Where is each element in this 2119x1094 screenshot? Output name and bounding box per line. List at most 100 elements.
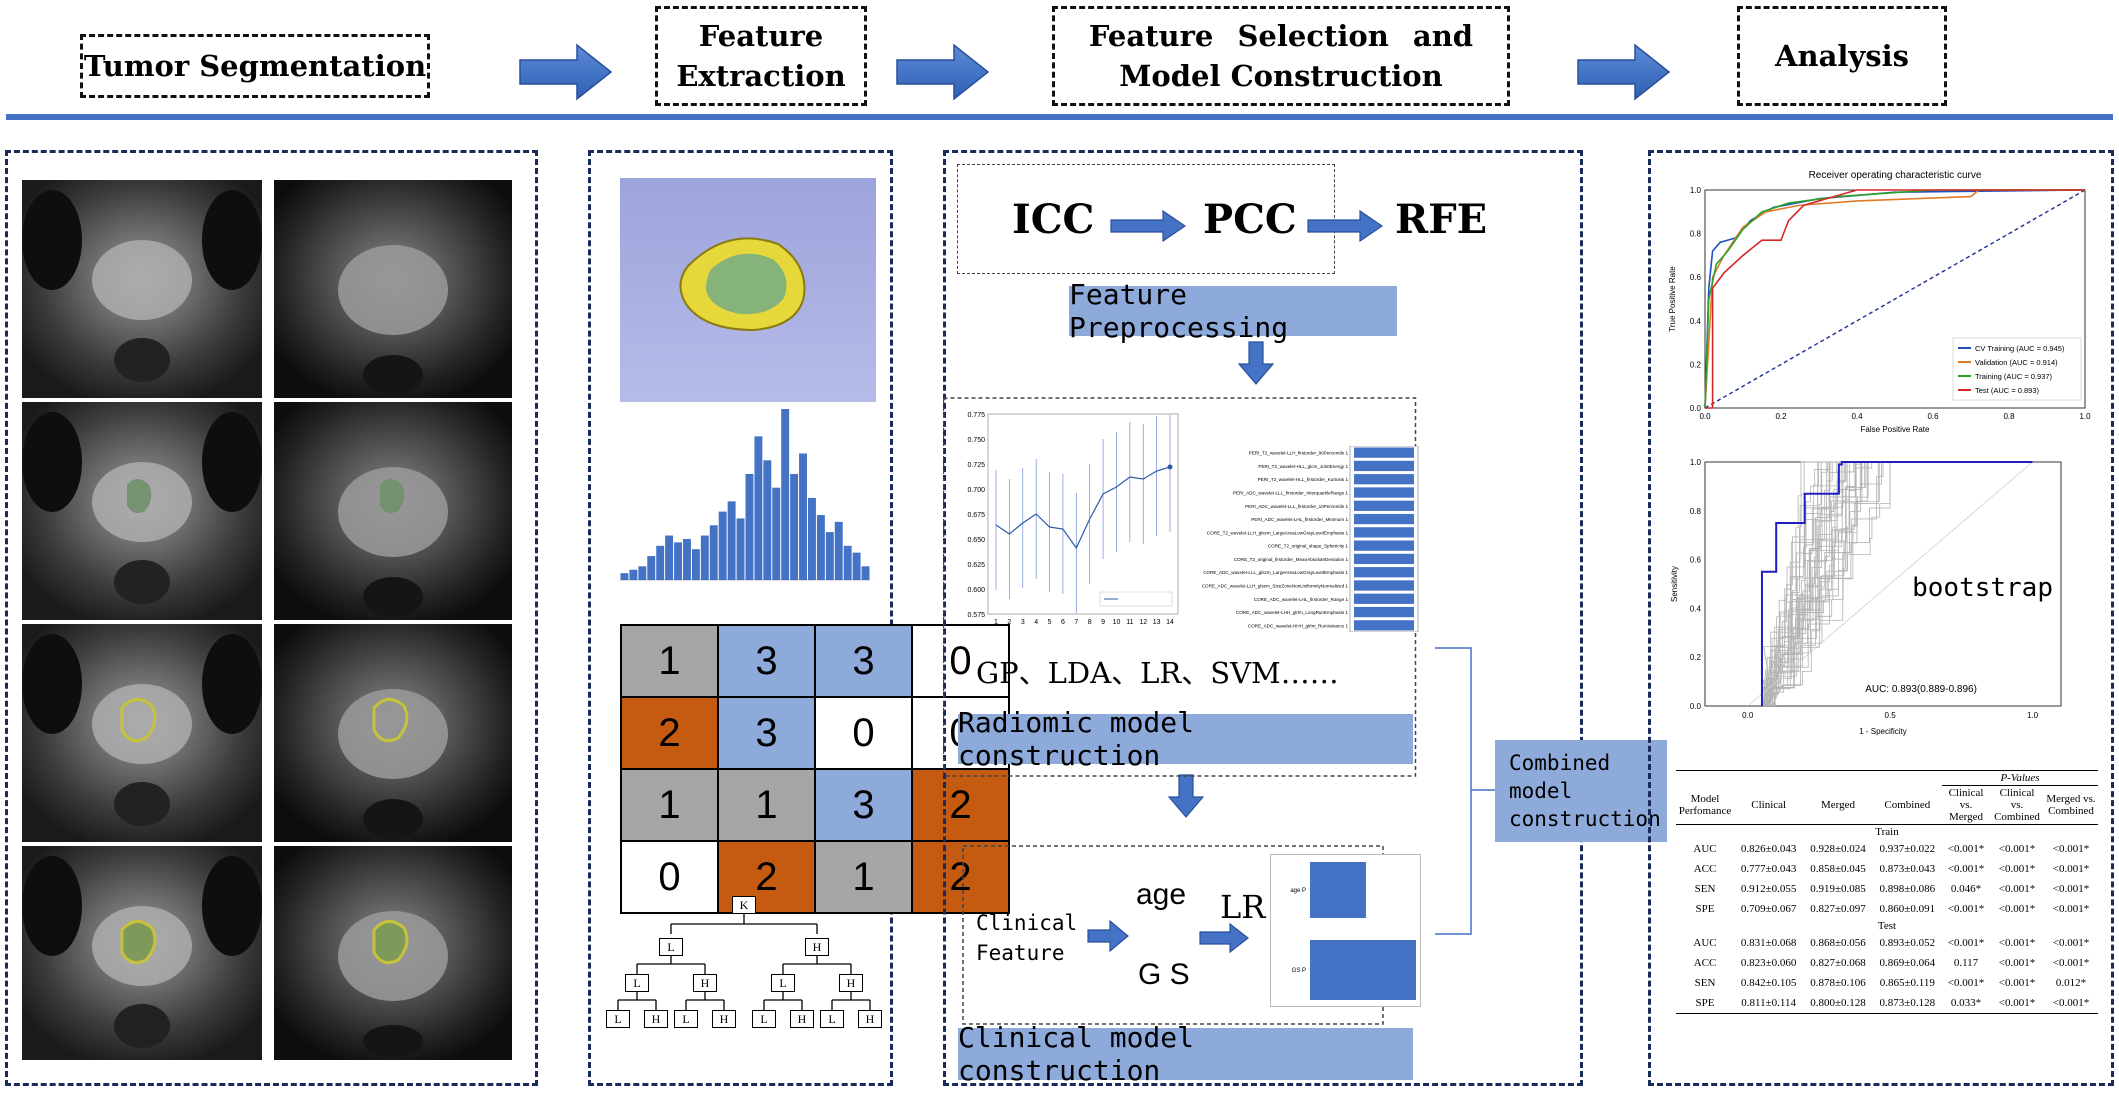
table-section: Train bbox=[1875, 826, 1899, 838]
combined-model-label: Combined model construction bbox=[1495, 740, 1667, 842]
table-cell: 0.033* bbox=[1950, 997, 1982, 1009]
feature-bar bbox=[1354, 500, 1414, 511]
cv-xtick: 2 bbox=[1007, 619, 1011, 626]
tree-node-l: L bbox=[674, 1010, 698, 1028]
performance-table-wrap: P-Values Model Perfomance Clinical Merge… bbox=[1676, 770, 2098, 1014]
table-cell: <0.001* bbox=[1947, 843, 1985, 855]
glcm-cell: 1 bbox=[717, 768, 816, 842]
cv-xtick: 12 bbox=[1139, 619, 1147, 626]
feature-bar bbox=[1354, 553, 1414, 565]
hist-bar bbox=[861, 566, 870, 580]
arrow-down-icon bbox=[1167, 774, 1205, 818]
hist-bar bbox=[825, 532, 834, 580]
glcm-cell: 2 bbox=[911, 768, 1010, 842]
bootstrap-curve bbox=[1764, 461, 2033, 707]
header-arrows bbox=[6, 43, 2113, 120]
roc-ytick: 1.0 bbox=[1690, 186, 1702, 195]
table-cell: AUC bbox=[1693, 937, 1717, 949]
table-cell: <0.001* bbox=[2052, 903, 2090, 915]
bootstrap-label: bootstrap bbox=[1912, 573, 2053, 603]
feature-bar bbox=[1354, 513, 1414, 525]
table-cell: 0.868±0.056 bbox=[1810, 937, 1866, 949]
panel-feature-selection bbox=[943, 150, 1583, 1086]
arrow-right-icon bbox=[1110, 209, 1187, 243]
mini-bar-gs bbox=[1310, 940, 1416, 1000]
table-cell: 0.777±0.043 bbox=[1740, 863, 1797, 875]
roc-curve bbox=[1704, 189, 2085, 409]
bootstrap-curve bbox=[1766, 461, 2033, 707]
bootstrap-curve bbox=[1768, 461, 2033, 707]
hist-bar bbox=[700, 535, 709, 580]
bootstrap-main-curve bbox=[1760, 461, 2033, 706]
boot-ytick: 0.4 bbox=[1690, 604, 1702, 613]
tree-node-l: L bbox=[625, 974, 649, 992]
feature-name: CORE_ADC_wavelet-HHH_glrlm_RunVariance 1 bbox=[1248, 623, 1349, 628]
stage-analysis-label: Analysis bbox=[1775, 39, 1909, 73]
bootstrap-curve bbox=[1762, 461, 2033, 707]
feature-preprocessing-label: Feature Preprocessing bbox=[1069, 278, 1397, 344]
cv-xtick: 10 bbox=[1113, 619, 1121, 626]
tree-node-l: L bbox=[771, 974, 795, 992]
hist-bar bbox=[691, 549, 700, 580]
hist-bar bbox=[647, 556, 656, 580]
roc-xtick: 0.4 bbox=[1851, 412, 1863, 421]
tree-node-h: H bbox=[712, 1010, 736, 1028]
boot-ytick: 0.8 bbox=[1690, 507, 1702, 516]
table-cell: 0.860±0.091 bbox=[1879, 903, 1936, 915]
feature-name: PERI_T2_wavelet-HLL_firstorder_Kurtosis … bbox=[1258, 477, 1349, 482]
stage-analysis: Analysis bbox=[1737, 6, 1947, 106]
roc-legend-entry: Validation (AUC = 0.914) bbox=[1975, 358, 2058, 367]
roc-xtick: 0.2 bbox=[1775, 412, 1787, 421]
cv-ytick: 0.700 bbox=[967, 487, 985, 494]
tree-node-l: L bbox=[606, 1010, 630, 1028]
table-cell: <0.001* bbox=[1947, 863, 1985, 875]
table-cell: 0.873±0.043 bbox=[1879, 863, 1936, 875]
icc-label: ICC bbox=[1012, 196, 1095, 243]
table-cell: SPE bbox=[1695, 997, 1715, 1009]
arrow-down-icon bbox=[1237, 341, 1275, 385]
glcm-cell: 0 bbox=[911, 624, 1010, 698]
table-cell: 0.823±0.060 bbox=[1740, 957, 1797, 969]
col-clinical: Clinical bbox=[1751, 798, 1787, 811]
cv-validation-chart: 0.7750.7500.7250.7000.6750.6500.6250.600… bbox=[967, 412, 1179, 626]
roc-xtick: 0.6 bbox=[1927, 412, 1939, 421]
tree-node-l: L bbox=[752, 1010, 776, 1028]
table-cell: 0.827±0.068 bbox=[1810, 957, 1866, 969]
glcm-cell: 1 bbox=[620, 624, 719, 698]
table-cell: 0.046* bbox=[1950, 883, 1982, 895]
cv-xtick: 14 bbox=[1166, 619, 1174, 626]
table-cell: 0.928±0.024 bbox=[1810, 843, 1866, 855]
cv-ytick: 0.650 bbox=[967, 537, 985, 544]
pvalues-header: P-Values bbox=[1942, 770, 2098, 786]
table-cell: 0.800±0.128 bbox=[1810, 997, 1866, 1009]
feature-bar bbox=[1354, 487, 1414, 498]
cv-xtick: 8 bbox=[1088, 619, 1092, 626]
table-cell: <0.001* bbox=[1998, 957, 2036, 969]
hist-bar bbox=[834, 521, 843, 580]
table-cell: <0.001* bbox=[1998, 843, 2036, 855]
roc-ytick: 0.4 bbox=[1690, 317, 1702, 326]
roc-ytick: 0.6 bbox=[1690, 273, 1702, 282]
table-section: Test bbox=[1877, 920, 1897, 932]
radiomic-model-label: Radiomic model construction bbox=[958, 706, 1413, 772]
arrow-right-icon bbox=[519, 43, 613, 101]
feature-bar bbox=[1354, 540, 1414, 551]
tree-node-h: H bbox=[805, 938, 829, 956]
table-cell: 0.012* bbox=[2055, 977, 2087, 989]
roc-title: Receiver operating characteristic curve bbox=[1809, 170, 1982, 181]
stage-feature-extraction: Feature Extraction bbox=[655, 6, 867, 106]
feature-bar bbox=[1354, 474, 1414, 485]
combined-line3: construction bbox=[1509, 807, 1661, 831]
feature-name: CORE_ADC_wavelet-LLL_glszm_LargeAreaLowG… bbox=[1203, 570, 1348, 575]
cv-point bbox=[1167, 464, 1173, 470]
feature-bar bbox=[1354, 593, 1414, 604]
glcm-cell: 3 bbox=[717, 696, 816, 770]
bootstrap-curve bbox=[1764, 461, 2033, 707]
mri-t2-column bbox=[22, 180, 262, 1060]
glcm-cell: 1 bbox=[814, 840, 913, 914]
hist-bar bbox=[799, 453, 807, 580]
